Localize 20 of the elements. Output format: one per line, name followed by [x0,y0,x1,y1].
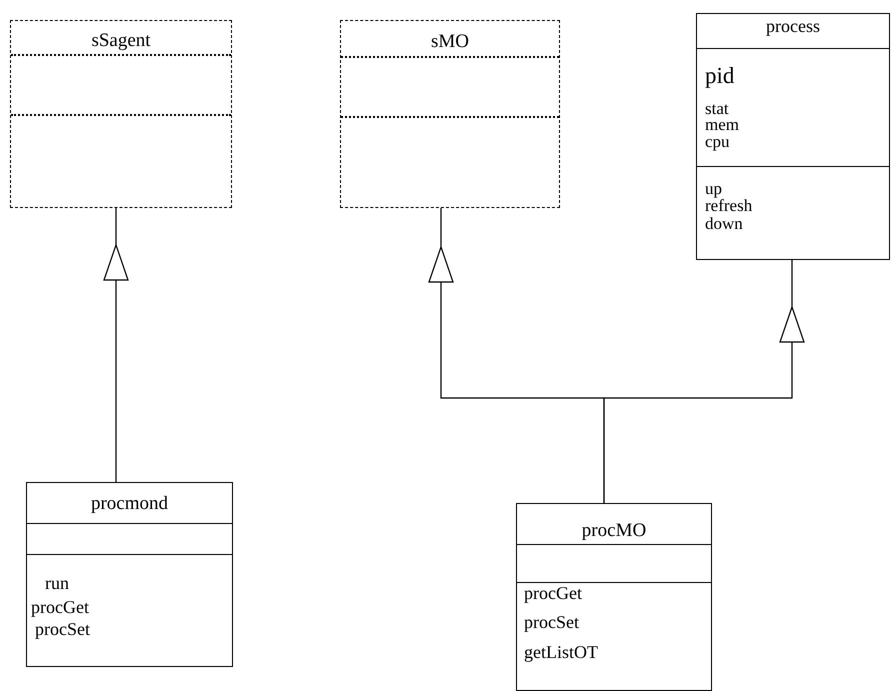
class-member: procGet [30,598,90,616]
class-member: run [44,574,70,592]
class-member: cpu [704,133,731,150]
class-member: procSet [34,620,91,638]
class-member: pid [704,64,736,87]
class-member: procSet [523,613,580,631]
inheritance-arrow [103,208,129,482]
class-member: down [704,215,744,232]
class-member: up [704,180,723,197]
class-box [696,13,890,260]
class-member: stat [704,100,730,117]
inheritance-arrow [603,260,805,503]
class-member: mem [704,116,740,133]
class-box [340,20,560,208]
class-box [26,482,233,667]
class-box [10,20,232,208]
class-member: getListOT [523,643,599,661]
class-member: refresh [704,197,754,214]
class-member: procGet [523,584,583,602]
class-box [516,503,712,691]
